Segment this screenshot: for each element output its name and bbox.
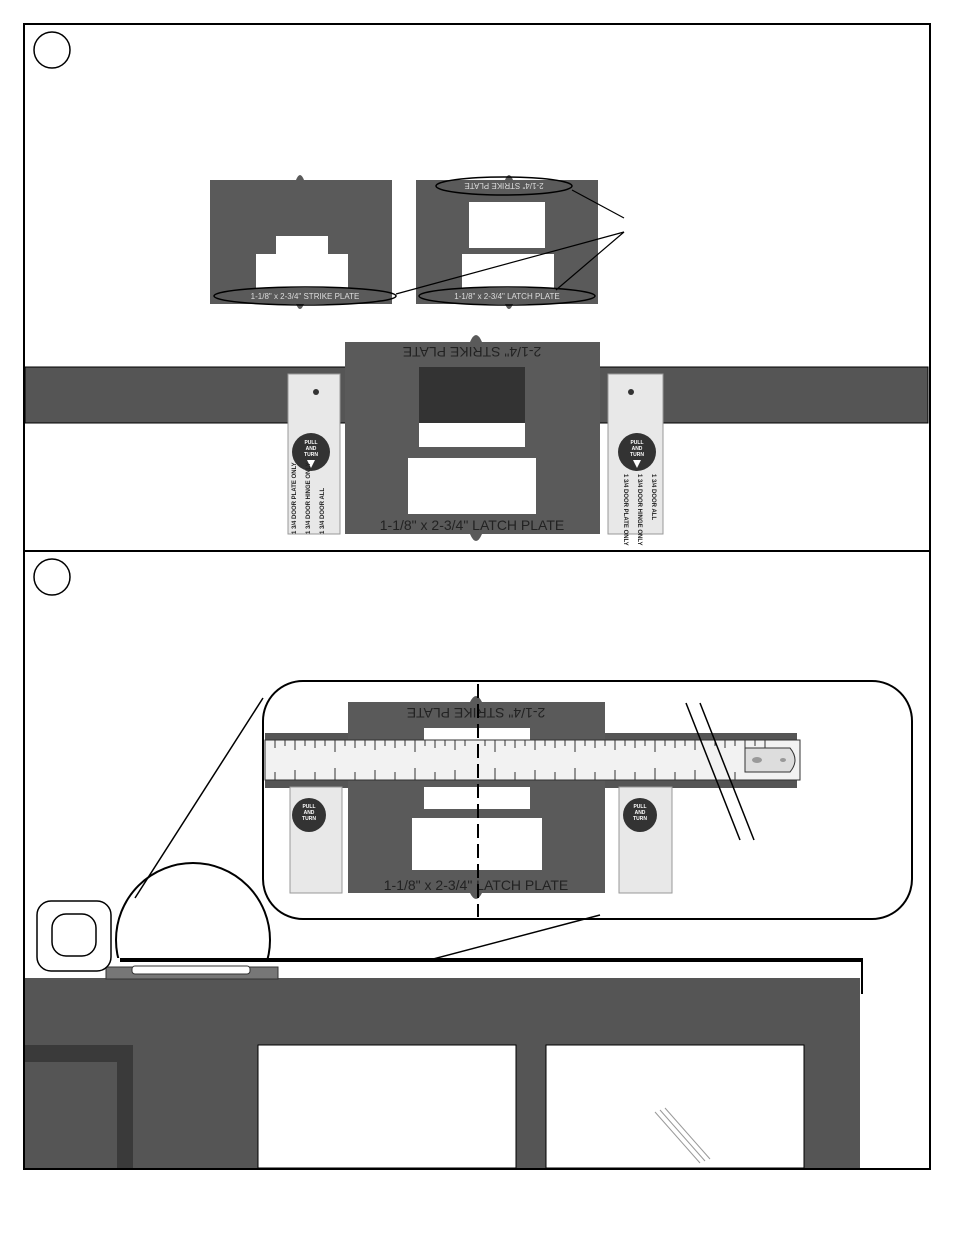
template-latch-small: 2-1/4" STRIKE PLATE 1-1/8" x 2-3/4" LATC… [416,175,598,309]
jamb-tab-left: PULL AND TURN 1 3/4 DOOR PLATE ONLY 1 3/… [287,373,341,535]
strike-big-label: 2-1/4" STRIKE PLATE [403,344,542,360]
svg-text:AND: AND [306,446,317,452]
template-large: 2-1/4" STRIKE PLATE 1-1/8" x 2-3/4" LATC… [345,335,600,541]
template-strike-small: 1-1/8" x 2-3/4" STRIKE PLATE [210,175,397,309]
svg-text:1 3/4 DOOR HINGE ONLY: 1 3/4 DOOR HINGE ONLY [306,463,312,534]
svg-text:1 3/4 DOOR PLATE ONLY: 1 3/4 DOOR PLATE ONLY [292,462,298,534]
svg-text:2-1/4" STRIKE PLATE: 2-1/4" STRIKE PLATE [407,705,546,721]
step-2-icon [36,900,112,972]
step-2-circle [33,558,71,596]
door-frame [25,958,863,1169]
svg-text:TURN: TURN [302,816,316,822]
zoom-content: PULL AND TURN PULL AND TURN 2-1/4" STRIK… [264,684,801,917]
strike-small-label: 1-1/8" x 2-3/4" STRIKE PLATE [251,292,360,301]
svg-text:TURN: TURN [633,816,647,822]
svg-text:PULL: PULL [302,804,315,810]
strike-big-small-label: 2-1/4" STRIKE PLATE [464,181,543,190]
latch-big-label: 1-1/8" x 2-3/4" LATCH PLATE [380,517,565,533]
svg-text:1 3/4 DOOR ALL: 1 3/4 DOOR ALL [650,474,656,520]
svg-text:PULL: PULL [630,440,643,446]
svg-text:1-1/8" x 2-3/4" LATCH PLATE: 1-1/8" x 2-3/4" LATCH PLATE [384,877,569,893]
latch-small-label: 1-1/8" x 2-3/4" LATCH PLATE [454,292,559,301]
svg-text:PULL: PULL [304,440,317,446]
svg-text:AND: AND [635,810,646,816]
svg-text:1 3/4 DOOR HINGE ONLY: 1 3/4 DOOR HINGE ONLY [636,474,642,545]
svg-text:1 3/4 DOOR PLATE ONLY: 1 3/4 DOOR PLATE ONLY [622,474,628,546]
svg-text:TURN: TURN [630,452,644,458]
tape-measure [264,739,801,781]
svg-text:AND: AND [304,810,315,816]
svg-text:1 3/4 DOOR ALL: 1 3/4 DOOR ALL [320,488,326,534]
step-1-circle [33,31,71,69]
svg-text:PULL: PULL [633,804,646,810]
svg-text:TURN: TURN [304,452,318,458]
callout-lines [395,189,625,295]
jamb-tab-right: PULL AND TURN 1 3/4 DOOR PLATE ONLY 1 3/… [607,373,664,546]
svg-text:AND: AND [632,446,643,452]
